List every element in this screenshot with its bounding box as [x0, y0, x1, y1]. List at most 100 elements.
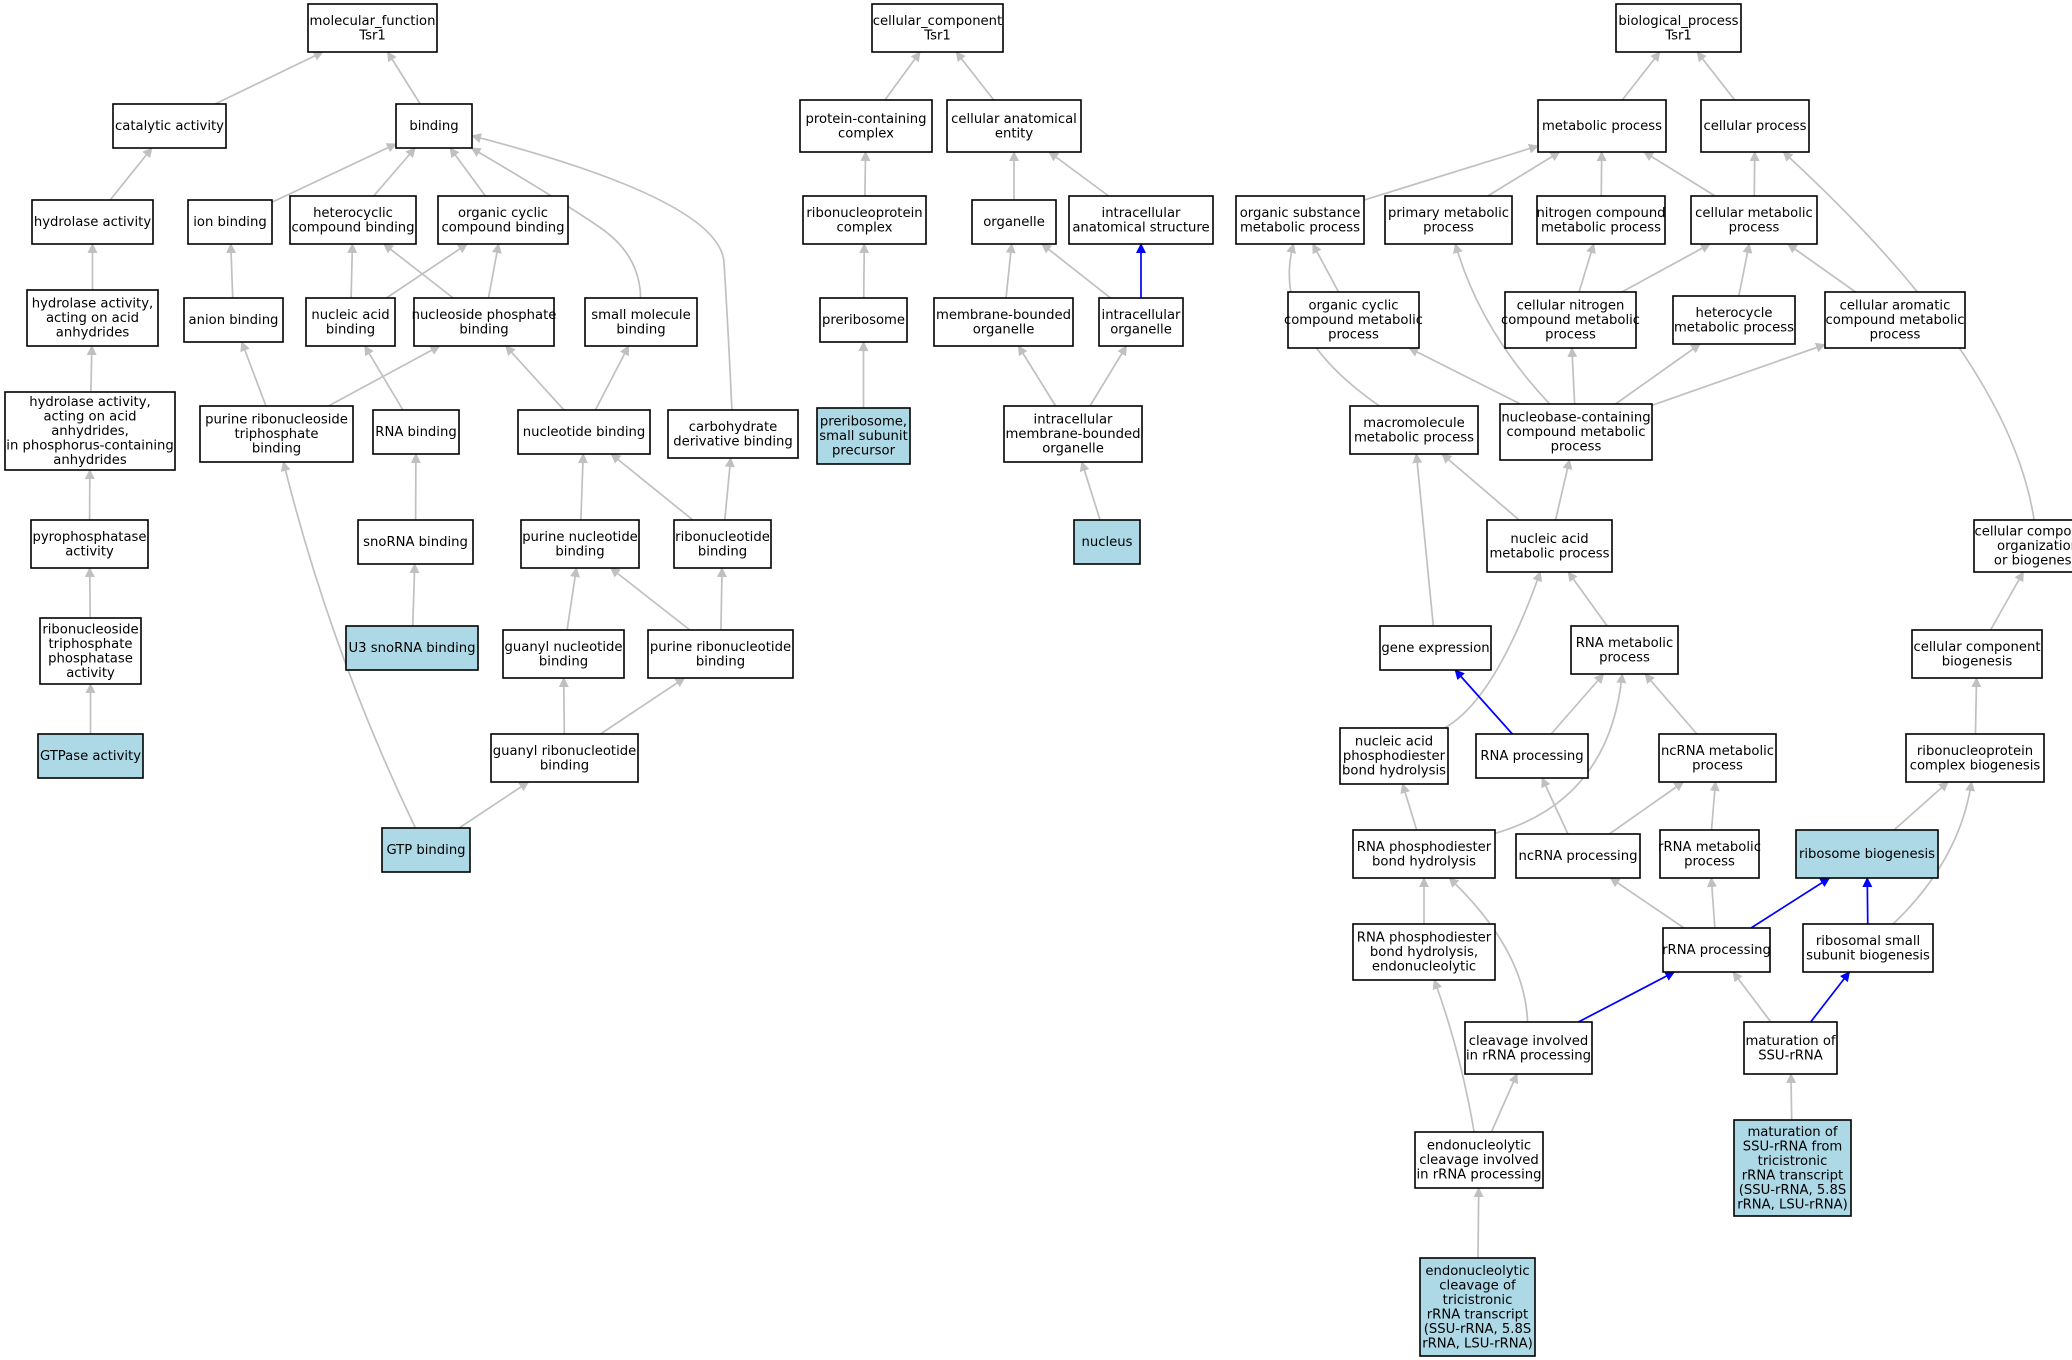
node-box — [1098, 297, 1184, 347]
node-label-line: rRNA processing — [1662, 943, 1771, 958]
node-label-line: ribonucleotide — [675, 530, 770, 545]
is-a-edge-intramemb-to-membbound — [1017, 345, 1057, 407]
node-label-line: nucleobase-containing — [1501, 411, 1650, 426]
node-box — [1659, 829, 1760, 879]
node-box — [4, 391, 176, 471]
node-label-line: cellular aromatic — [1840, 299, 1951, 314]
node-label-line: process — [1870, 328, 1921, 343]
node-label-line: compound metabolic — [1284, 313, 1423, 328]
node-label-line: anion binding — [189, 313, 279, 328]
node-label-line: ncRNA processing — [1519, 849, 1638, 864]
node-label-line: hydrolase activity, — [32, 297, 153, 312]
node-box — [1339, 727, 1449, 785]
node-box — [673, 519, 772, 569]
node-label-line: process — [1551, 440, 1602, 455]
go-term-node-ionb: ion binding — [187, 199, 273, 245]
is-a-edge-u3-to-snorna — [409, 563, 420, 627]
is-a-edge-catalytic-to-mf — [214, 51, 324, 105]
node-label-line: primary metabolic — [1388, 206, 1509, 221]
node-box — [1464, 1021, 1593, 1075]
node-label-line: nucleotide binding — [523, 425, 645, 440]
node-box — [1073, 519, 1141, 565]
node-label-line: organic cyclic — [458, 206, 548, 221]
node-label-line: guanyl nucleotide — [505, 640, 623, 655]
node-label-line: compound metabolic — [1825, 313, 1964, 328]
node-label-line: purine nucleotide — [522, 530, 638, 545]
node-box — [799, 99, 933, 153]
node-label-line: ion binding — [193, 215, 266, 230]
edges — [84, 51, 2035, 1259]
node-label-line: macromolecule — [1363, 416, 1464, 431]
node-label-line: catalytic activity — [115, 119, 224, 134]
go-term-node-hydroacid: hydrolase activity,acting on acidanhydri… — [26, 289, 159, 347]
go-term-node-gtpase: GTPase activity — [37, 733, 144, 779]
node-box — [37, 733, 144, 779]
part-of-edge-matssu-to-ribosmall — [1809, 971, 1851, 1023]
node-label-line: rRNA, LSU-rRNA) — [1422, 1336, 1533, 1351]
node-box — [1499, 403, 1653, 461]
node-label-line: organelle — [973, 322, 1035, 337]
is-a-edge-purribonucb-to-ribonucb — [716, 567, 727, 631]
go-term-node-rrnaproc: rRNA processing — [1662, 927, 1771, 973]
node-label-line: compound binding — [291, 220, 414, 235]
is-a-edge-nucbase-to-hetmet — [1615, 343, 1701, 405]
is-a-edge-cellmet-to-metab — [1643, 151, 1716, 197]
node-label-line: binding — [252, 442, 301, 457]
is-a-edge-cleavage-to-rnaphoshyd — [1448, 877, 1529, 1023]
go-term-node-catalytic: catalytic activity — [112, 103, 227, 149]
go-term-node-hydrolase: hydrolase activity — [31, 199, 154, 245]
node-label-line: derivative binding — [673, 434, 793, 449]
is-a-edge-rnab-to-nucacidb — [364, 345, 404, 411]
node-box — [112, 103, 227, 149]
node-label-line: cellular component — [1974, 525, 2072, 540]
is-a-edge-nucacidb-to-hetcomp — [347, 243, 358, 299]
node-label-line: (SSU-rRNA, 5.8S — [1739, 1183, 1847, 1198]
is-a-edge-rrnaproc-to-ncrnaproc — [1609, 877, 1685, 929]
node-label-line: metabolic process — [1240, 220, 1360, 235]
node-label-line: rRNA, LSU-rRNA) — [1737, 1197, 1848, 1212]
go-term-node-snorna: snoRNA binding — [357, 519, 474, 565]
node-box — [1733, 1119, 1852, 1217]
is-a-edge-matssu-to-rrnaproc — [1732, 971, 1772, 1023]
is-a-edge-nucbase-to-cellnitro — [1567, 347, 1578, 405]
node-label-line: hydrolase activity, — [29, 395, 150, 410]
node-box — [39, 617, 142, 685]
is-a-edge-nucleotideb-to-nucphosb — [505, 345, 565, 411]
node-label-line: ribonucleoprotein — [806, 206, 922, 221]
node-label-line: organization — [1997, 539, 2072, 554]
is-a-edge-preribo-to-rnp — [859, 243, 870, 299]
node-label-line: process — [1692, 758, 1743, 773]
is-a-edge-intramemb-to-intraorg — [1089, 345, 1128, 407]
node-box — [667, 409, 799, 459]
node-box — [307, 3, 438, 53]
node-label-line: Tsr1 — [923, 28, 951, 43]
node-label-line: ribosomal small — [1816, 934, 1920, 949]
node-label-line: nucleic acid — [1510, 532, 1588, 547]
is-a-edge-binding-to-mf — [386, 51, 421, 105]
node-label-line: nucleoside phosphate — [412, 308, 557, 323]
node-box — [647, 629, 794, 679]
is-a-edge-hetcomp-to-binding — [373, 147, 416, 197]
node-label-line: metabolic process — [1354, 430, 1474, 445]
node-label-line: metabolic process — [1674, 320, 1794, 335]
go-term-node-preribo: preribosome — [819, 297, 908, 343]
node-box — [1795, 829, 1939, 879]
go-term-node-cellproc: cellular process — [1700, 99, 1810, 153]
node-label-line: activity — [65, 544, 114, 559]
part-of-edge-rrnaproc-to-ribobio — [1750, 877, 1831, 929]
node-label-line: organic substance — [1240, 206, 1361, 221]
node-label-line: compound metabolic — [1501, 313, 1640, 328]
node-label-line: cleavage involved — [1469, 1034, 1589, 1049]
is-a-edge-intraanat-to-cellanat — [1048, 151, 1110, 197]
node-label-line: binding — [696, 654, 745, 669]
is-a-edge-ribosmall-to-rnpbio — [1892, 781, 1976, 925]
is-a-edge-gtpb-to-guanylribo — [458, 781, 530, 829]
go-term-node-hydrophos: hydrolase activity,acting on acidanhydri… — [4, 391, 176, 471]
